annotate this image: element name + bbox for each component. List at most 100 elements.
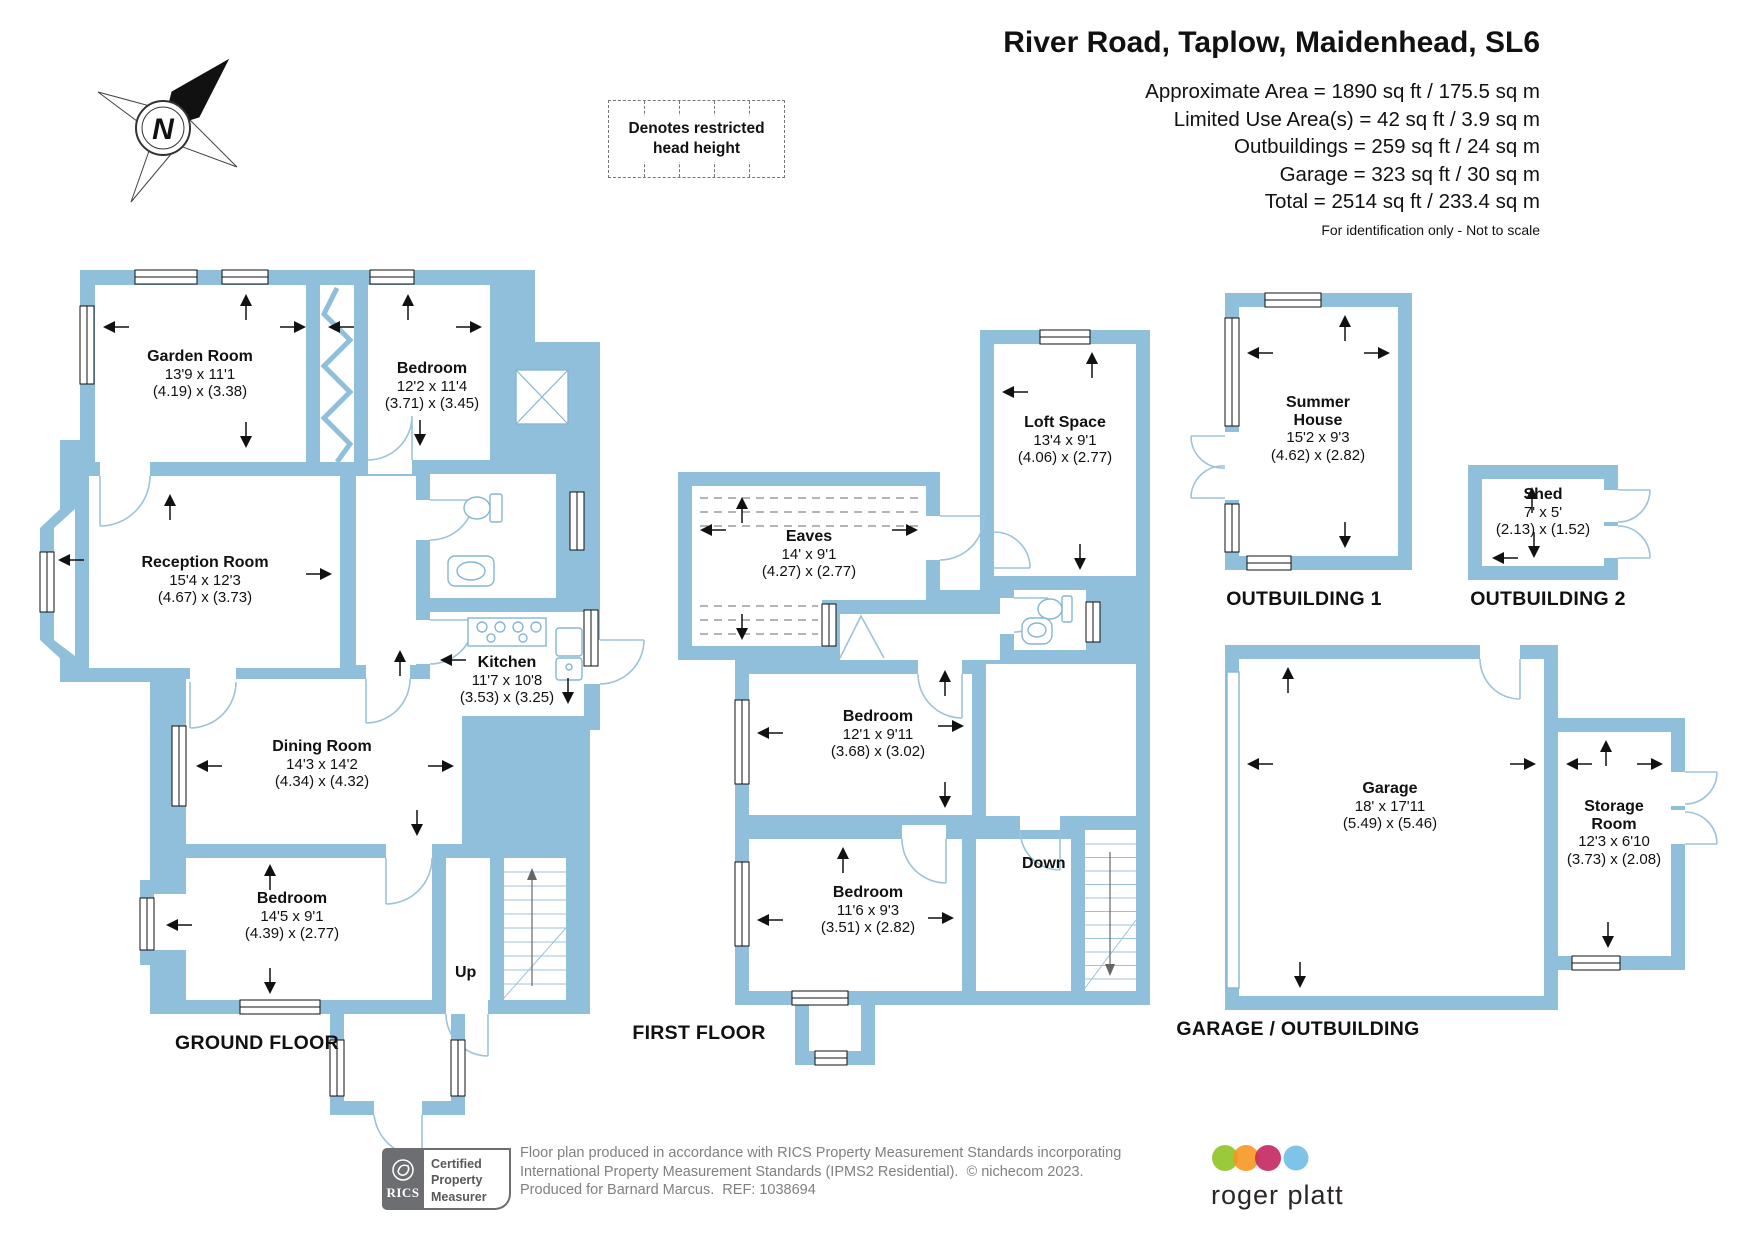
room-label-bedroom-ff-bottom: Bedroom 11'6 x 9'3 (3.51) x (2.82) — [820, 884, 916, 936]
room-label-reception-room: Reception Room 15'4 x 12'3 (4.67) x (3.7… — [141, 554, 269, 606]
rics-emblem: RICS — [382, 1148, 424, 1210]
dimension-arrow — [939, 670, 951, 682]
dimension-arrow — [394, 650, 406, 662]
dimension-arrow — [1526, 487, 1538, 499]
first-floor-label: FIRST FLOOR — [632, 1022, 766, 1044]
dimension-arrow — [328, 321, 340, 333]
dimension-arrow — [1282, 667, 1294, 679]
dimension-arrow — [1600, 740, 1612, 752]
dimension-arrow — [294, 321, 306, 333]
dimension-arrow — [1492, 552, 1504, 564]
dimension-arrow — [1247, 347, 1259, 359]
basin-icon — [1021, 617, 1053, 645]
dimension-arrow — [562, 692, 574, 704]
agent-name: roger platt — [1211, 1180, 1344, 1210]
dimension-arrow — [1339, 315, 1351, 327]
dimension-arrow — [1566, 758, 1578, 770]
dimension-arrow — [164, 494, 176, 506]
room-label-eaves: Eaves 14' x 9'1 (4.27) x (2.77) — [761, 528, 857, 580]
dimension-arrow — [264, 982, 276, 994]
legend-text: Denotes restricted head height — [619, 116, 774, 162]
footer-disclaimer: Floor plan produced in accordance with R… — [520, 1144, 1121, 1200]
dimension-arrow — [736, 497, 748, 509]
shower-icon — [515, 369, 569, 425]
room-label-storage-room: Storage Room 12'3 x 6'10 (3.73) x (2.08) — [1566, 798, 1662, 868]
room-label-bedroom-ff-mid: Bedroom 12'1 x 9'11 (3.68) x (3.02) — [830, 708, 926, 760]
room-label-bedroom-gf-bottom: Bedroom 14'5 x 9'1 (4.39) x (2.77) — [244, 890, 340, 942]
dimension-arrow — [1086, 352, 1098, 364]
room-label-garden-room: Garden Room 13'9 x 11'1 (4.19) x (3.38) — [147, 348, 253, 400]
area-outbuildings: Outbuildings = 259 sq ft / 24 sq m — [1234, 135, 1540, 158]
dimension-arrow — [942, 912, 954, 924]
room-label-dining-room: Dining Room 14'3 x 14'2 (4.34) x (4.32) — [272, 738, 372, 790]
rics-certification-text: Certified Property Measurer — [424, 1148, 511, 1210]
restricted-head-height-legend: Denotes restricted head height — [608, 100, 785, 178]
bifold-door — [839, 614, 885, 659]
dimension-arrow — [58, 554, 70, 566]
rics-certified-badge: RICS Certified Property Measurer — [382, 1148, 511, 1210]
dimension-arrow — [414, 434, 426, 446]
dimension-arrow — [736, 628, 748, 640]
hob-icon — [467, 617, 547, 647]
dimension-arrow — [700, 524, 712, 536]
toilet-icon — [463, 493, 503, 523]
dimension-arrow — [952, 720, 964, 732]
zigzag-wall — [320, 286, 354, 464]
garage-outbuilding-label: GARAGE / OUTBUILDING — [1176, 1018, 1420, 1040]
room-label-loft-space: Loft Space 13'4 x 9'1 (4.06) x (2.77) — [1017, 414, 1113, 466]
dimension-arrow — [442, 760, 454, 772]
dimension-arrow — [1651, 758, 1663, 770]
dimension-arrow — [1528, 546, 1540, 558]
room-label-garage: Garage 18' x 17'11 (5.49) x (5.46) — [1342, 780, 1438, 832]
roger-platt-logo: roger platt — [1211, 1144, 1344, 1211]
fixtures — [447, 369, 1240, 989]
room-label-summer-house: Summer House 15'2 x 9'3 (4.62) x (2.82) — [1270, 394, 1366, 464]
staircase-up — [503, 868, 567, 999]
room-label-bedroom-gf-top: Bedroom 12'2 x 11'4 (3.71) x (3.45) — [384, 360, 480, 412]
outbuilding-2-label: OUTBUILDING 2 — [1470, 588, 1626, 610]
dimension-arrows — [58, 294, 1663, 994]
dimension-arrow — [837, 847, 849, 859]
area-limited-use: Limited Use Area(s) = 42 sq ft / 3.9 sq … — [1173, 107, 1540, 131]
stairs-up-label: Up — [455, 964, 477, 981]
kitchen-sink-icon — [555, 627, 583, 681]
produced-for: Produced for Barnard Marcus. — [520, 1182, 715, 1198]
dimension-arrow — [470, 321, 482, 333]
toilet-icon — [1037, 595, 1073, 623]
dimension-arrow — [196, 760, 208, 772]
roger-platt-circles-icon — [1212, 1145, 1309, 1171]
compass-rose: N — [97, 58, 238, 203]
disclaimer-line-1: Floor plan produced in accordance with R… — [520, 1145, 1122, 1161]
dimension-arrow — [1524, 758, 1536, 770]
dimension-arrow — [1002, 386, 1014, 398]
dimension-arrow — [240, 436, 252, 448]
area-total: Total = 2514 sq ft / 233.4 sq m — [1264, 190, 1540, 213]
dimension-arrow — [264, 864, 276, 876]
disclaimer-line-2: International Property Measurement Stand… — [520, 1163, 959, 1180]
room-label-shed: Shed 7' x 5' (2.13) x (1.52) — [1495, 486, 1591, 538]
compass-north-label: N — [152, 113, 175, 146]
room-label-kitchen: Kitchen 11'7 x 10'8 (3.53) x (3.25) — [459, 654, 555, 706]
page-title: River Road, Taplow, Maidenhead, SL6 — [1003, 26, 1540, 59]
header: River Road, Taplow, Maidenhead, SL6 Appr… — [1003, 26, 1540, 238]
dimension-arrow — [757, 727, 769, 739]
stairs-down-label: Down — [1022, 855, 1066, 872]
rics-wordmark: RICS — [386, 1184, 420, 1200]
dimension-arrow — [757, 914, 769, 926]
reference-number: REF: 1038694 — [722, 1182, 816, 1198]
garage-door — [1226, 671, 1240, 989]
dimension-arrow — [1247, 758, 1259, 770]
area-approximate: Approximate Area = 1890 sq ft / 175.5 sq… — [1145, 80, 1540, 103]
restricted-head-height-lines — [700, 497, 918, 635]
dimension-arrow — [1294, 976, 1306, 988]
outbuilding-1-label: OUTBUILDING 1 — [1226, 588, 1382, 610]
dimension-arrow — [906, 524, 918, 536]
dimension-arrow — [411, 824, 423, 836]
dimension-arrow — [166, 919, 178, 931]
area-garage: Garage = 323 sq ft / 30 sq m — [1279, 162, 1540, 186]
dimension-arrow — [240, 294, 252, 306]
room-interiors — [54, 285, 1671, 1101]
dimension-arrow — [1339, 536, 1351, 548]
